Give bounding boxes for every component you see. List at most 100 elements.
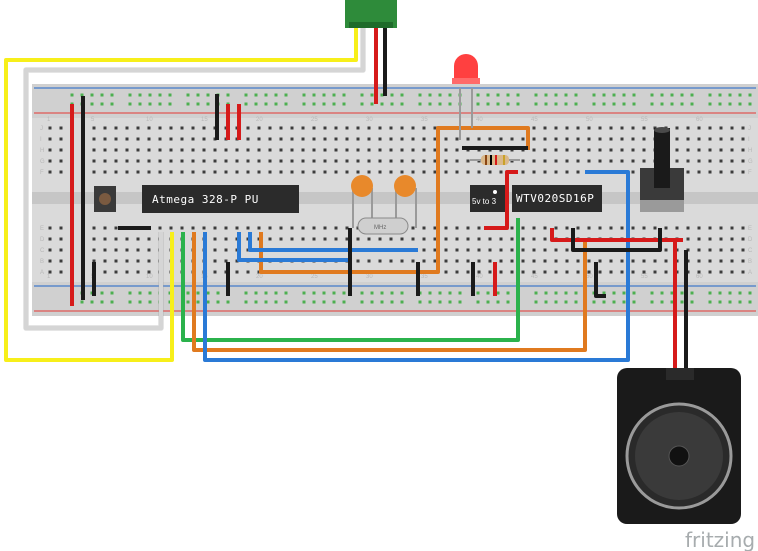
breadboard-hole <box>680 102 684 106</box>
led <box>452 54 480 140</box>
breadboard-hole <box>499 270 503 274</box>
breadboard-hole <box>367 137 371 141</box>
breadboard-hole <box>592 93 596 97</box>
breadboard-hole <box>554 259 558 263</box>
row-letter: H <box>748 148 752 154</box>
breadboard-hole <box>114 248 118 252</box>
breadboard-hole <box>564 300 568 304</box>
breadboard-hole <box>488 259 492 263</box>
breadboard-hole <box>312 148 316 152</box>
resistor-band-3 <box>495 155 497 165</box>
breadboard-hole <box>631 137 635 141</box>
breadboard-hole <box>302 300 306 304</box>
breadboard-hole <box>264 300 268 304</box>
breadboard-hole <box>697 259 701 263</box>
breadboard-hole <box>477 237 481 241</box>
breadboard-hole <box>279 237 283 241</box>
breadboard-hole <box>620 126 624 130</box>
breadboard-hole <box>598 226 602 230</box>
row-letter: J <box>40 126 43 132</box>
breadboard-hole <box>675 137 679 141</box>
breadboard-hole <box>602 291 606 295</box>
breadboard-hole <box>301 159 305 163</box>
breadboard-hole <box>128 93 132 97</box>
breadboard-hole <box>279 137 283 141</box>
breadboard-hole <box>389 170 393 174</box>
breadboard-hole <box>279 148 283 152</box>
breadboard-hole <box>697 159 701 163</box>
breadboard-hole <box>455 148 459 152</box>
white-wire <box>24 28 365 330</box>
column-number: 50 <box>586 117 593 123</box>
breadboard-hole <box>532 259 536 263</box>
breadboard-hole <box>147 248 151 252</box>
breadboard-hole <box>380 291 384 295</box>
breadboard-hole <box>544 291 548 295</box>
breadboard-hole <box>312 93 316 97</box>
breadboard-hole <box>486 300 490 304</box>
breadboard-hole <box>574 93 578 97</box>
breadboard-hole <box>631 226 635 230</box>
breadboard-hole <box>728 291 732 295</box>
breadboard-hole <box>686 126 690 130</box>
breadboard-hole <box>59 248 63 252</box>
row-letter: D <box>748 237 753 243</box>
breadboard-hole <box>268 226 272 230</box>
breadboard-hole <box>670 102 674 106</box>
breadboard-hole <box>254 291 258 295</box>
breadboard-hole <box>213 226 217 230</box>
breadboard-hole <box>448 93 452 97</box>
breadboard-hole <box>125 170 129 174</box>
breadboard-hole <box>356 237 360 241</box>
breadboard-hole <box>380 93 384 97</box>
breadboard-hole <box>342 300 346 304</box>
breadboard-hole <box>718 291 722 295</box>
breadboard-hole <box>428 93 432 97</box>
breadboard-hole <box>543 270 547 274</box>
breadboard-hole <box>342 102 346 106</box>
row-letter: B <box>748 259 752 265</box>
breadboard-hole <box>345 226 349 230</box>
breadboard-hole <box>370 102 374 106</box>
breadboard-hole <box>466 170 470 174</box>
breadboard-hole <box>631 270 635 274</box>
breadboard-hole <box>389 148 393 152</box>
breadboard-hole <box>574 102 578 106</box>
resistor-band-2 <box>490 155 492 165</box>
breadboard-hole <box>360 291 364 295</box>
breadboard-hole <box>708 93 712 97</box>
breadboard-hole <box>196 93 200 97</box>
breadboard-hole <box>125 137 129 141</box>
breadboard-hole <box>235 159 239 163</box>
breadboard-hole <box>257 137 261 141</box>
breadboard-hole <box>235 259 239 263</box>
breadboard-hole <box>741 137 745 141</box>
breadboard-hole <box>186 93 190 97</box>
breadboard-hole <box>147 270 151 274</box>
blue-wire-mcu-2 <box>248 232 418 252</box>
breadboard-hole <box>92 148 96 152</box>
breadboard-hole <box>224 159 228 163</box>
breadboard-hole <box>622 93 626 97</box>
breadboard-hole <box>653 259 657 263</box>
breadboard-hole <box>244 300 248 304</box>
breadboard-hole <box>169 137 173 141</box>
breadboard-hole <box>438 291 442 295</box>
breadboard-hole <box>180 148 184 152</box>
breadboard-hole <box>390 300 394 304</box>
breadboard-hole <box>554 93 558 97</box>
breadboard-hole <box>334 159 338 163</box>
breadboard-hole <box>284 291 288 295</box>
row-letter: J <box>748 126 751 132</box>
breadboard-hole <box>290 159 294 163</box>
breadboard-hole <box>554 102 558 106</box>
breadboard-hole <box>400 137 404 141</box>
breadboard-hole <box>664 226 668 230</box>
breadboard-hole <box>564 93 568 97</box>
breadboard-hole <box>334 148 338 152</box>
breadboard-hole <box>488 248 492 252</box>
breadboard-hole <box>609 148 613 152</box>
breadboard-hole <box>191 226 195 230</box>
breadboard-hole <box>138 291 142 295</box>
